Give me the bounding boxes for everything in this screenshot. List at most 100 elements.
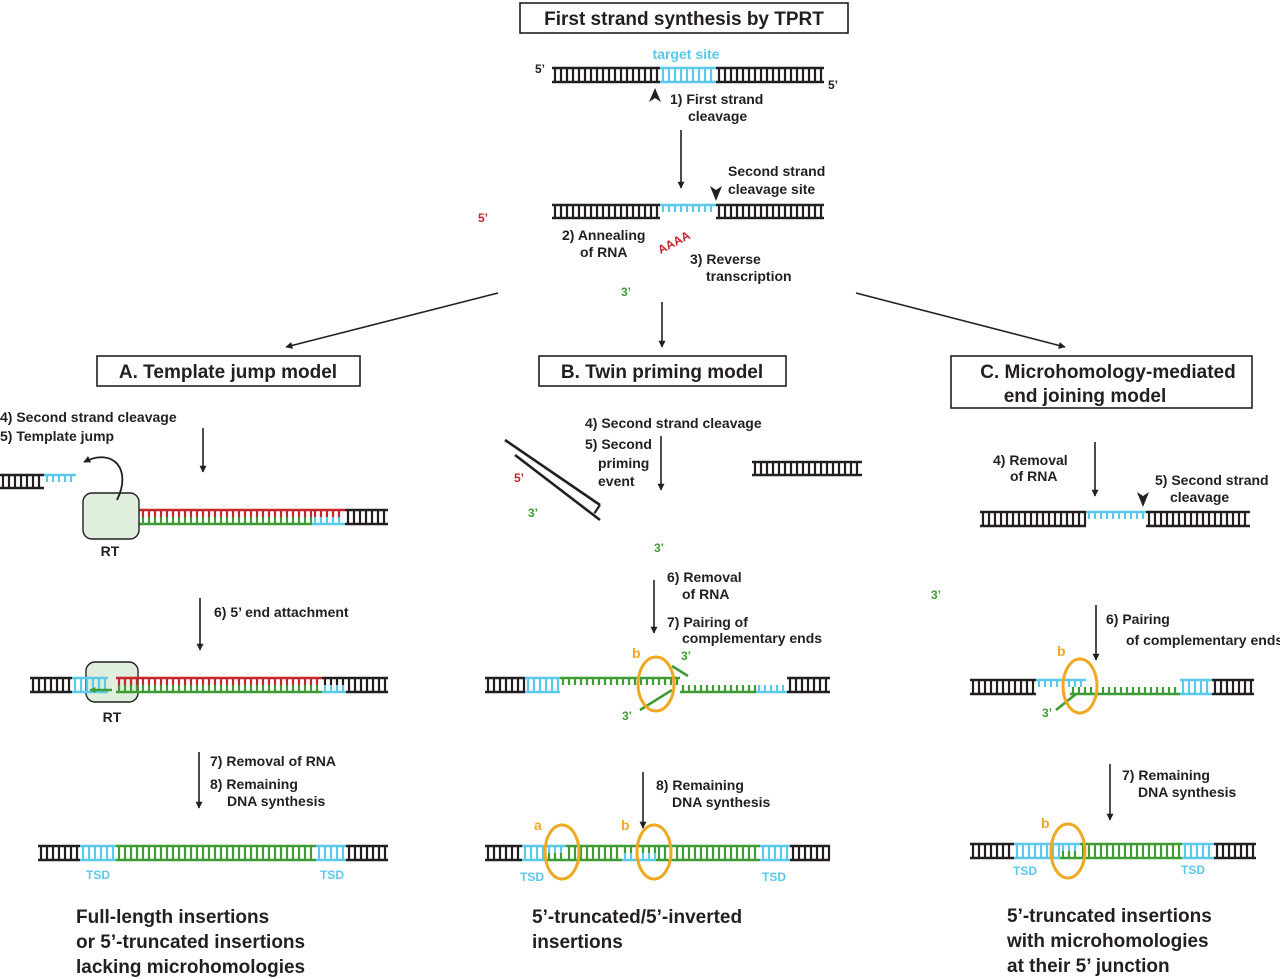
a-final-insertion-dna bbox=[38, 844, 388, 862]
polya-tail: AAAA bbox=[655, 228, 692, 257]
c-step6-line2: of complementary ends bbox=[1126, 632, 1280, 648]
target-site-label: target site bbox=[653, 46, 720, 62]
b-step6-line2: of RNA bbox=[682, 586, 729, 602]
a-result-line1: Full-length insertions bbox=[76, 907, 269, 928]
model-c-title-line2: end joining model bbox=[1004, 386, 1167, 407]
top-dna-duplex-2 bbox=[552, 205, 824, 220]
b-final-insertion-dna bbox=[485, 823, 831, 881]
a-step5: 5) Template jump bbox=[0, 428, 114, 444]
top-5prime-right: 5’ bbox=[828, 78, 838, 92]
step1-line1: 1) First strand bbox=[670, 91, 763, 107]
c-step7-line2: DNA synthesis bbox=[1138, 784, 1237, 800]
microhomology-ring bbox=[635, 823, 673, 881]
a-template-jump-dna bbox=[0, 473, 388, 526]
c-3prime-2: 3’ bbox=[1042, 706, 1052, 720]
a-step7: 7) Removal of RNA bbox=[210, 753, 336, 769]
b-label-a: a bbox=[534, 817, 542, 833]
b-step7-line2: complementary ends bbox=[682, 630, 822, 646]
arrow-to-c bbox=[855, 292, 1066, 349]
microhomology-ring bbox=[1049, 822, 1087, 880]
c-cleavage-arrowhead bbox=[1137, 492, 1149, 507]
a-tsd-left: TSD bbox=[86, 868, 110, 882]
b-step5-line1: 5) Second bbox=[585, 436, 652, 452]
c-tsd-right: TSD bbox=[1181, 863, 1205, 877]
second-site-line2: cleavage site bbox=[728, 181, 815, 197]
model-c-title-box bbox=[950, 355, 1253, 409]
c-step6-line1: 6) Pairing bbox=[1106, 611, 1170, 627]
microhomology-ring bbox=[636, 655, 676, 713]
c-rna-removed-dna bbox=[980, 512, 1250, 528]
a-attachment-dna bbox=[30, 661, 388, 703]
b-tsd-right: TSD bbox=[762, 870, 786, 884]
c-step5-line2: cleavage bbox=[1170, 489, 1229, 505]
a-result-line3: lacking microhomologies bbox=[76, 957, 305, 978]
second-cleavage-arrowhead bbox=[710, 186, 722, 201]
b-tsd-left: TSD bbox=[520, 870, 544, 884]
model-a-title-box bbox=[96, 355, 361, 387]
microhomology-ring bbox=[543, 823, 581, 881]
b-result-line2: insertions bbox=[532, 932, 623, 953]
c-step5-line1: 5) Second strand bbox=[1155, 472, 1269, 488]
b-3prime-upper: 3’ bbox=[681, 649, 691, 663]
b-twin-priming-dna bbox=[504, 438, 862, 522]
b-step7-line1: 7) Pairing of bbox=[667, 614, 748, 630]
top-5prime-left: 5’ bbox=[535, 62, 545, 76]
base-rung bbox=[593, 504, 601, 514]
rna-5prime: 5’ bbox=[478, 211, 488, 225]
arrow-to-a bbox=[285, 292, 499, 349]
b-cdna-3prime-2: 3’ bbox=[654, 541, 664, 555]
b-rna-5prime: 5’ bbox=[514, 471, 524, 485]
c-label-b-1: b bbox=[1057, 643, 1066, 659]
c-label-b-2: b bbox=[1041, 815, 1050, 831]
curved-strand bbox=[504, 438, 601, 507]
main-title: First strand synthesis by TPRT bbox=[544, 9, 824, 30]
b-step6-line1: 6) Removal bbox=[667, 569, 742, 585]
a-step6: 6) 5’ end attachment bbox=[214, 604, 349, 620]
c-tsd-left: TSD bbox=[1013, 864, 1037, 878]
second-site-line1: Second strand bbox=[728, 163, 825, 179]
b-result-line1: 5’-truncated/5’-inverted bbox=[532, 907, 742, 928]
first-cleavage-arrowhead bbox=[649, 88, 661, 102]
b-cdna-3prime-1: 3’ bbox=[528, 506, 538, 520]
b-overhang bbox=[671, 664, 689, 678]
c-3prime-1: 3’ bbox=[931, 588, 941, 602]
c-result-line3: at their 5’ junction bbox=[1007, 956, 1170, 977]
a-step8-line2: DNA synthesis bbox=[227, 793, 326, 809]
c-step4-line2: of RNA bbox=[1010, 468, 1057, 484]
title-box bbox=[519, 2, 849, 34]
c-step4-line1: 4) Removal bbox=[993, 452, 1068, 468]
b-pairing-dna bbox=[485, 655, 830, 713]
c-step7-line1: 7) Remaining bbox=[1122, 767, 1210, 783]
cdna-3prime: 3’ bbox=[621, 285, 631, 299]
b-step4: 4) Second strand cleavage bbox=[585, 415, 762, 431]
a-rt-label-2: RT bbox=[103, 709, 122, 725]
model-b-title-box bbox=[538, 355, 787, 387]
b-step8-line1: 8) Remaining bbox=[656, 777, 744, 793]
c-pairing-dna bbox=[970, 657, 1254, 715]
c-result-line1: 5’-truncated insertions bbox=[1007, 906, 1212, 927]
step2-line2: of RNA bbox=[580, 244, 627, 260]
a-step8-line1: 8) Remaining bbox=[210, 776, 298, 792]
step3-line1: 3) Reverse bbox=[690, 251, 761, 267]
top-dna-duplex bbox=[552, 66, 824, 84]
microhomology-ring bbox=[1061, 657, 1099, 715]
b-3prime-lower: 3’ bbox=[622, 709, 632, 723]
a-step4: 4) Second strand cleavage bbox=[0, 409, 177, 425]
step2-line1: 2) Annealing bbox=[562, 227, 646, 243]
model-b-title: B. Twin priming model bbox=[561, 362, 763, 383]
c-final-insertion-dna bbox=[970, 822, 1256, 880]
curved-strand bbox=[514, 453, 601, 522]
c-result-line2: with microhomologies bbox=[1006, 931, 1209, 952]
b-step8-line2: DNA synthesis bbox=[672, 794, 771, 810]
b-label-b-2: b bbox=[621, 817, 630, 833]
b-step5-line2: priming bbox=[598, 455, 649, 471]
a-rt-label-1: RT bbox=[101, 543, 120, 559]
step1-line2: cleavage bbox=[688, 108, 747, 124]
a-tsd-right: TSD bbox=[320, 868, 344, 882]
model-a-title: A. Template jump model bbox=[119, 362, 337, 383]
a-rt-enzyme-1 bbox=[82, 492, 140, 540]
a-jump-arrow bbox=[83, 456, 124, 501]
step3-line2: transcription bbox=[706, 268, 792, 284]
